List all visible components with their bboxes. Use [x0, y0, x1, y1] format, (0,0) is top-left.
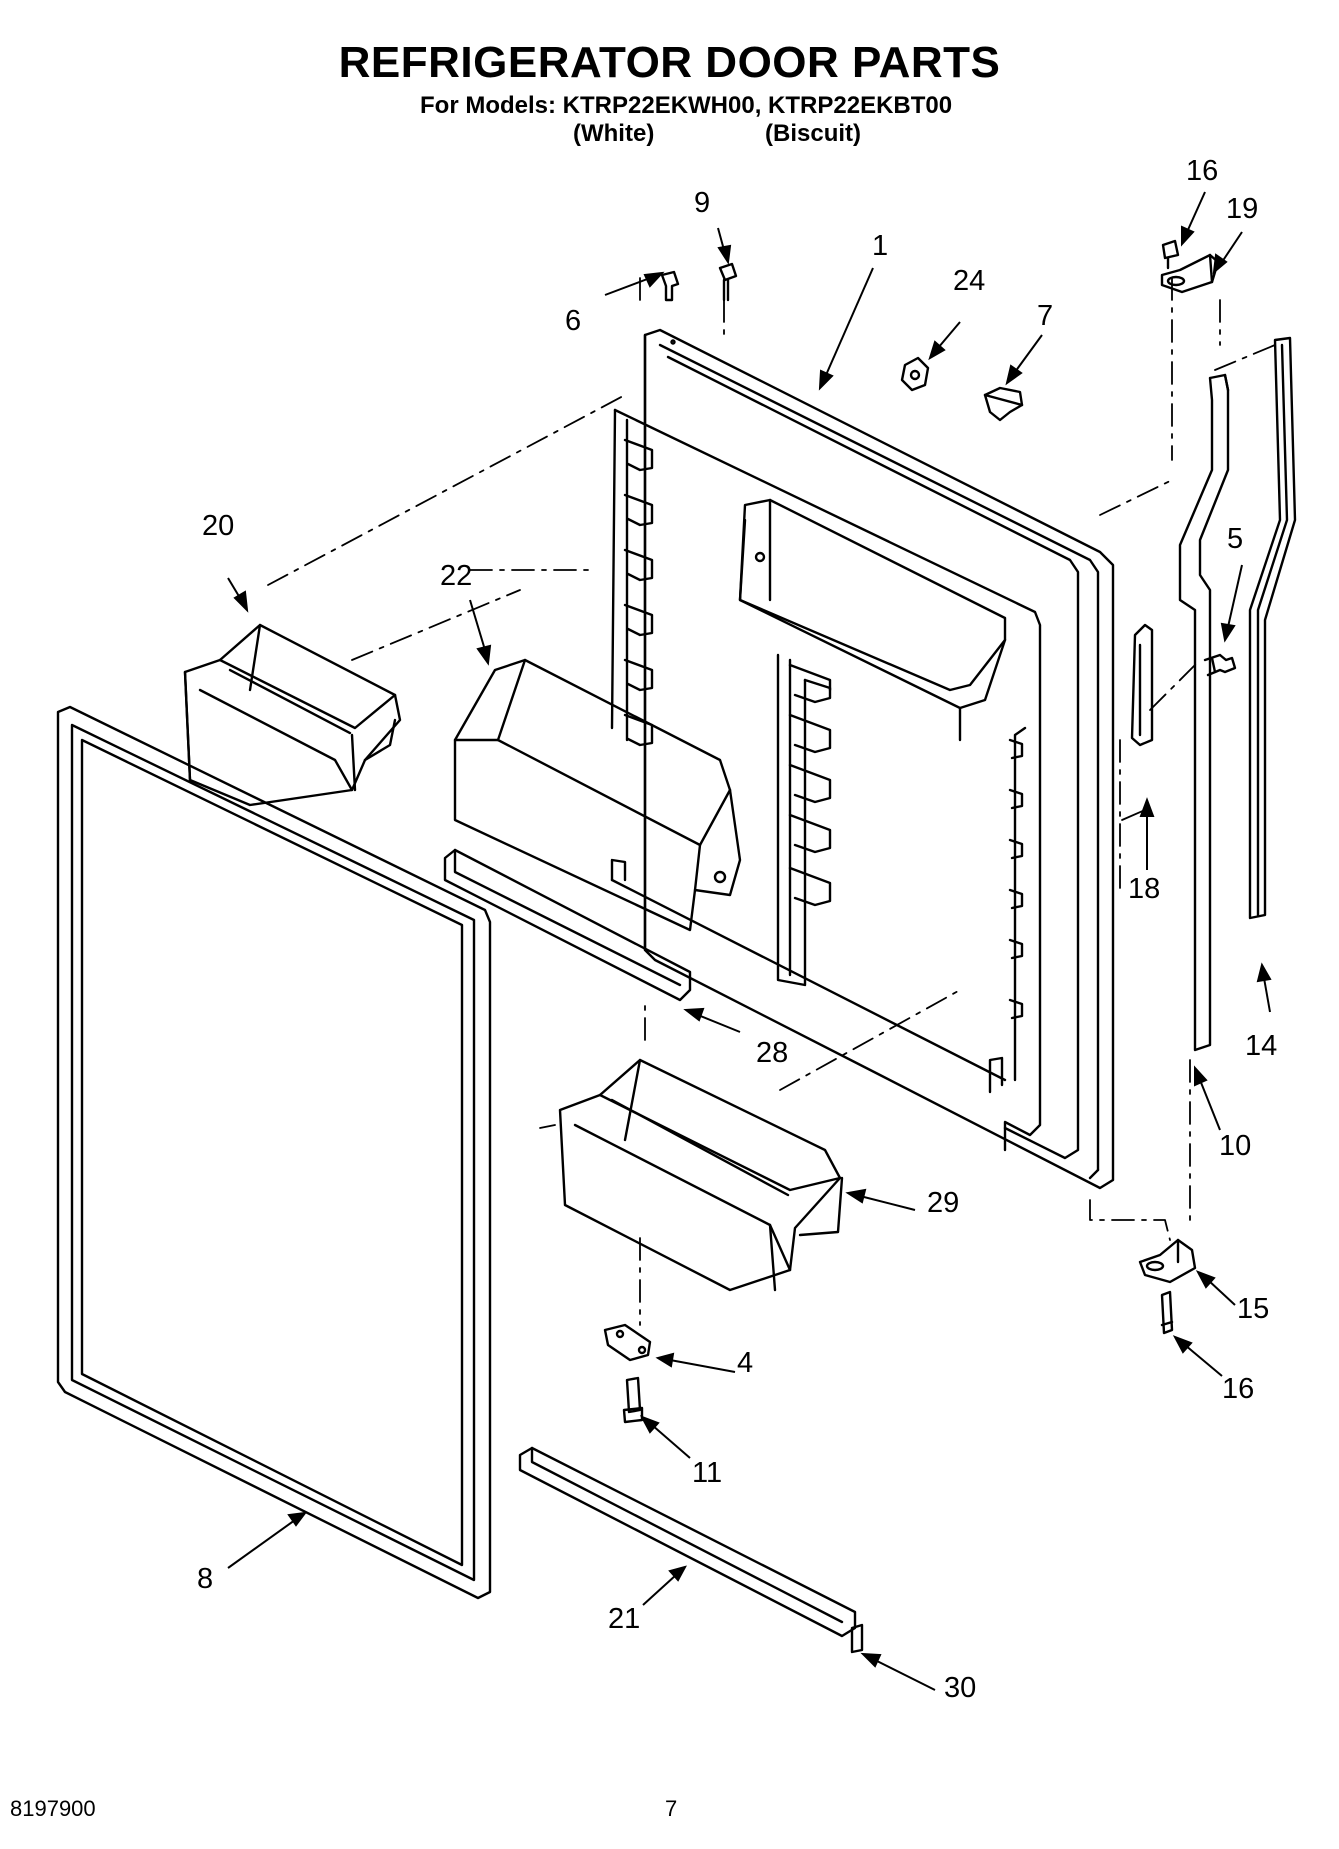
- leader-lines: [267, 274, 1276, 1326]
- callout-16-top: 16: [1186, 155, 1218, 187]
- callout-arrows: [227, 191, 1272, 1691]
- variant-biscuit: (Biscuit): [765, 120, 861, 147]
- callout-22: 22: [440, 560, 472, 592]
- doc-number: 8197900: [10, 1796, 96, 1821]
- plug-6: [660, 270, 680, 302]
- variant-white: (White): [573, 120, 655, 147]
- cap-7: [983, 386, 1024, 422]
- callout-1: 1: [872, 230, 888, 262]
- screw-5: [1203, 653, 1237, 677]
- door-liner: [610, 328, 1115, 1190]
- dairy-door-cover: [453, 658, 742, 932]
- page-number: 7: [665, 1796, 678, 1821]
- handle-trim-10: [1178, 373, 1230, 1052]
- callout-16-bottom: 16: [1222, 1373, 1254, 1405]
- callout-5: 5: [1227, 523, 1243, 555]
- callout-21: 21: [608, 1603, 640, 1635]
- models-line: For Models: KTRP22EKWH00, KTRP22EKBT00: [420, 92, 953, 119]
- callout-11: 11: [692, 1457, 722, 1489]
- callout-7: 7: [1037, 300, 1053, 332]
- door-bin-lower: [558, 1058, 844, 1292]
- center-hinge-4: [603, 1323, 652, 1424]
- screw-9: [718, 262, 738, 302]
- callout-18: 18: [1128, 873, 1160, 905]
- bottom-hinge: [1138, 1238, 1197, 1335]
- callout-15: 15: [1237, 1293, 1269, 1325]
- callout-10: 10: [1219, 1130, 1251, 1162]
- callout-6: 6: [565, 305, 581, 337]
- door-gasket: [56, 705, 492, 1600]
- callout-4: 4: [737, 1347, 753, 1379]
- callout-19: 19: [1226, 193, 1258, 225]
- handle-14: [1248, 336, 1297, 920]
- callout-30: 30: [944, 1672, 976, 1704]
- bottom-trim-21: [518, 1446, 864, 1654]
- callout-29: 29: [927, 1187, 959, 1219]
- clip-24: [900, 356, 930, 392]
- trim-strip-28: [443, 848, 692, 1002]
- callout-8: 8: [197, 1563, 213, 1595]
- door-bin-upper: [183, 623, 402, 807]
- page-title: REFRIGERATOR DOOR PARTS: [338, 38, 1001, 87]
- latch-plate-18: [1130, 623, 1154, 747]
- callout-9: 9: [694, 187, 710, 219]
- callout-28: 28: [756, 1037, 788, 1069]
- callout-24: 24: [953, 265, 985, 297]
- top-hinge: [1160, 239, 1220, 294]
- callout-labels: 1 4 5 6 7 8 9 10 11 14 15 16 16 18 19 20…: [197, 155, 1277, 1704]
- callout-20: 20: [202, 510, 234, 542]
- callout-14: 14: [1245, 1030, 1277, 1062]
